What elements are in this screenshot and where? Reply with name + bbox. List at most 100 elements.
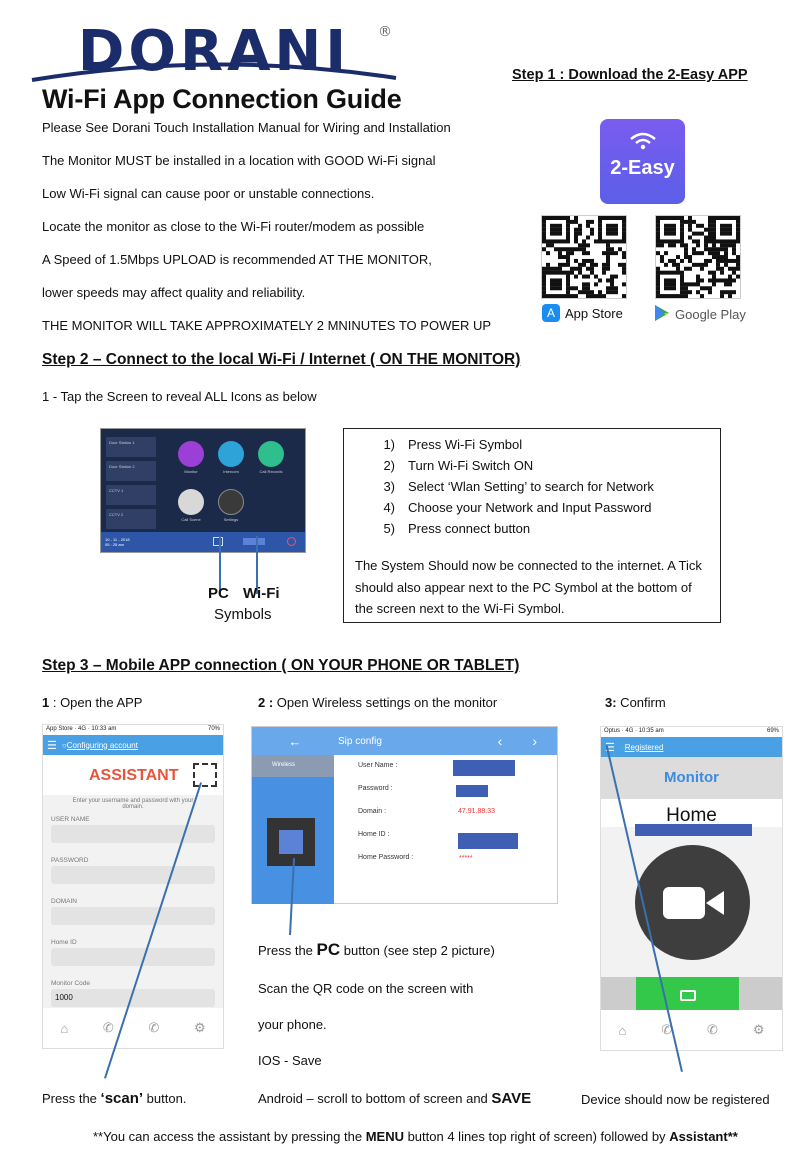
- call-log-tab-icon[interactable]: ✆: [148, 1020, 160, 1035]
- hamburger-menu-icon[interactable]: ☰: [605, 741, 615, 754]
- status-dot-icon: ○: [61, 740, 67, 750]
- press-scan-text: Press the ‘scan’ button.: [42, 1090, 187, 1107]
- instruction-item: 1)Press Wi-Fi Symbol: [383, 437, 523, 452]
- app-store-qr[interactable]: [541, 215, 627, 299]
- assistant-title: ASSISTANT: [89, 767, 179, 784]
- field-label: PASSWORD: [51, 857, 89, 864]
- app-store-label: App Store: [565, 305, 623, 321]
- field-label: DOMAIN: [51, 898, 77, 905]
- wifi-icon: [600, 131, 685, 157]
- monitor-menu-item: Door Station 1: [106, 437, 156, 457]
- call-scene-icon-label: Call Scene: [181, 517, 201, 522]
- call-scene-icon: [178, 489, 204, 515]
- instruction-item: 3)Select ‘Wlan Setting’ to search for Ne…: [383, 479, 654, 494]
- wifi-label: Wi-Fi: [243, 585, 280, 602]
- password-value[interactable]: [456, 785, 488, 797]
- password-field[interactable]: [51, 866, 215, 884]
- phone-tab-icon[interactable]: ✆: [102, 1020, 114, 1035]
- camera-tab-icon[interactable]: ⌂: [618, 1022, 627, 1038]
- press-pc-text: Press the PC button (see step 2 picture): [258, 940, 495, 959]
- sip-row-label: Password :: [358, 785, 393, 792]
- sip-qr-code: [267, 818, 315, 866]
- your-phone-text: your phone.: [258, 1017, 327, 1032]
- hamburger-menu-icon[interactable]: ☰: [47, 739, 57, 752]
- field-label: USER NAME: [51, 816, 90, 823]
- sip-config-screen: ← Sip config ‹ › Wireless User Name : Pa…: [251, 726, 558, 904]
- wireless-tab[interactable]: Wireless: [252, 755, 334, 777]
- assistant-header: ASSISTANT: [43, 755, 223, 795]
- google-play-qr[interactable]: [655, 215, 741, 299]
- monitor-menu-item: Door Station 2: [106, 461, 156, 481]
- field-label: Monitor Code: [51, 980, 91, 987]
- registered-mark: ®: [378, 24, 392, 40]
- monitor-code-field[interactable]: 1000: [51, 989, 215, 1007]
- app-icon-label: 2-Easy: [610, 157, 675, 179]
- intro-line-4: Locate the monitor as close to the Wi-Fi…: [42, 219, 425, 234]
- pc-icon[interactable]: [213, 537, 223, 546]
- android-save-text: Android – scroll to bottom of screen and…: [258, 1090, 532, 1107]
- nav-title: Registered: [624, 742, 664, 752]
- home-id-value[interactable]: [458, 833, 518, 849]
- settings-tab-icon[interactable]: ⚙: [752, 1022, 765, 1037]
- domain-value[interactable]: 47.91.88.33: [458, 808, 495, 815]
- google-play-label: Google Play: [675, 307, 746, 322]
- video-answer-button[interactable]: [636, 977, 739, 1015]
- phone-tab-bar: ⌂ ✆ ✆ ⚙: [43, 1008, 223, 1048]
- home-password-value[interactable]: *****: [459, 855, 473, 862]
- app-store-badge[interactable]: A App Store: [542, 304, 623, 322]
- phone-tab-icon[interactable]: ✆: [661, 1022, 673, 1037]
- intro-line-7: THE MONITOR WILL TAKE APPROXIMATELY 2 MN…: [42, 318, 492, 333]
- symbols-label: Symbols: [214, 606, 272, 623]
- nav-title: Configuring account: [66, 740, 138, 750]
- google-play-badge[interactable]: Google Play: [654, 304, 746, 325]
- col2-caption: 2 : Open Wireless settings on the monito…: [258, 695, 498, 710]
- assistant-hint: Enter your username and password with yo…: [72, 798, 194, 810]
- next-icon[interactable]: ›: [532, 733, 537, 749]
- monitor-menu-item: CCTV 1: [106, 485, 156, 505]
- sip-row-label: Home Password :: [358, 854, 414, 861]
- intro-line-6: lower speeds may affect quality and reli…: [42, 285, 306, 300]
- monitor-icon-label: Monitor: [184, 469, 198, 474]
- intercom-icon: [218, 441, 244, 467]
- scan-icon[interactable]: [193, 763, 217, 787]
- instruction-item: 5)Press connect button: [383, 521, 531, 536]
- settings-tab-icon[interactable]: ⚙: [193, 1020, 206, 1035]
- footer-note: **You can access the assistant by pressi…: [93, 1129, 738, 1144]
- call-log-tab-icon[interactable]: ✆: [707, 1022, 718, 1037]
- call-records-icon: [258, 441, 284, 467]
- sip-sidebar: Wireless: [252, 755, 334, 904]
- phone-nav-bar: ☰ ○ Registered: [601, 737, 782, 757]
- username-field[interactable]: [51, 825, 215, 843]
- back-arrow-icon[interactable]: ←: [288, 733, 302, 749]
- connection-note: The System Should now be connected to th…: [355, 558, 702, 616]
- sip-header: ← Sip config ‹ ›: [252, 727, 557, 755]
- home-id-field[interactable]: [51, 948, 215, 966]
- power-icon[interactable]: [287, 537, 296, 546]
- registered-text: Device should now be registered: [581, 1092, 770, 1107]
- intro-line-2: The Monitor MUST be installed in a locat…: [42, 153, 436, 168]
- monitor-date: 10 - 11 - 2018: [105, 537, 130, 542]
- wifi-symbol-icon[interactable]: [243, 538, 265, 545]
- user-name-value[interactable]: [453, 760, 515, 776]
- intro-line-3: Low Wi-Fi signal can cause poor or unsta…: [42, 186, 375, 201]
- registered-dot-icon: ○: [619, 742, 625, 752]
- app-icon: 2-Easy: [600, 119, 685, 204]
- monitor-title: Monitor: [601, 757, 782, 799]
- wifi-instructions-box: 1)Press Wi-Fi Symbol 2)Turn Wi-Fi Switch…: [343, 428, 721, 623]
- dorani-logo: DORANI ®: [24, 14, 404, 94]
- domain-field[interactable]: [51, 907, 215, 925]
- instruction-item: 2)Turn Wi-Fi Switch ON: [383, 458, 534, 473]
- video-call-icon[interactable]: [635, 845, 750, 960]
- app-store-icon: A: [542, 304, 560, 322]
- camera-tab-icon[interactable]: ⌂: [60, 1020, 69, 1036]
- sip-row-label: Domain :: [358, 808, 387, 815]
- home-id-bar: [635, 824, 752, 836]
- settings-icon-label: Settings: [223, 517, 239, 522]
- instruction-item: 4)Choose your Network and Input Password: [383, 500, 652, 515]
- prev-icon[interactable]: ‹: [497, 733, 503, 749]
- monitor-camera-icon: [178, 441, 204, 467]
